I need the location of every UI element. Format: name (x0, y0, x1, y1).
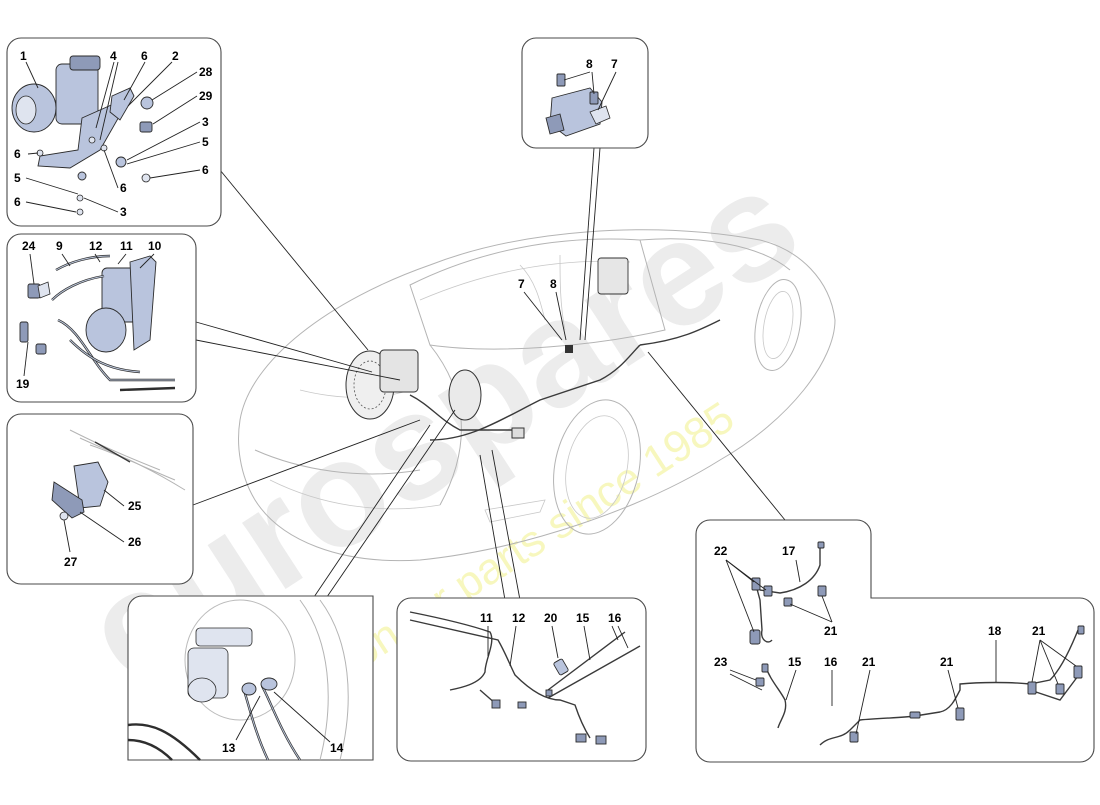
callout-14: 14 (330, 741, 344, 755)
callout-1: 1 (20, 49, 27, 63)
rear-pipes-leaders (725, 559, 1077, 735)
master-cylinder-leaders (235, 691, 331, 743)
callout-8-sensor: 8 (586, 57, 593, 71)
callout-27: 27 (64, 555, 78, 569)
callout-3-bottom: 3 (120, 205, 127, 219)
callout-16-front: 16 (608, 611, 622, 625)
callout-4: 4 (110, 49, 117, 63)
callout-7-car: 7 (518, 277, 525, 291)
callout-18: 18 (988, 624, 1002, 638)
callout-21-d: 21 (1032, 624, 1046, 638)
callout-22: 22 (714, 544, 728, 558)
callout-23: 23 (714, 655, 728, 669)
callout-26: 26 (128, 535, 142, 549)
panel-front-pipes (396, 597, 647, 762)
callout-15-front: 15 (576, 611, 590, 625)
callout-2: 2 (172, 49, 179, 63)
callout-5-right: 5 (202, 135, 209, 149)
bracket-leaders (63, 489, 125, 553)
panel-bracket (6, 413, 194, 585)
callout-17: 17 (782, 544, 796, 558)
panel-rear-pipes (695, 519, 1095, 763)
callout-21-a: 21 (824, 624, 838, 638)
callout-12: 12 (89, 239, 103, 253)
callout-6-mid: 6 (120, 181, 127, 195)
callout-10: 10 (148, 239, 162, 253)
callout-20: 20 (544, 611, 558, 625)
callout-16-rear: 16 (824, 655, 838, 669)
callout-12-front: 12 (512, 611, 526, 625)
panel-abs-pipes (6, 233, 197, 403)
callout-9: 9 (56, 239, 63, 253)
callout-11-front: 11 (480, 611, 493, 625)
callout-29: 29 (199, 89, 213, 103)
callout-6-right: 6 (202, 163, 209, 177)
callout-11: 11 (120, 239, 133, 253)
callout-6-top: 6 (141, 49, 148, 63)
callout-24: 24 (22, 239, 36, 253)
abs-leaders (25, 61, 201, 213)
callout-13: 13 (222, 741, 236, 755)
callout-8-car: 8 (550, 277, 557, 291)
front-pipes-leaders (487, 625, 629, 667)
callout-15-rear: 15 (788, 655, 802, 669)
callout-19: 19 (16, 377, 30, 391)
sensor-leaders (563, 71, 617, 111)
panel-master-cylinder (127, 595, 374, 761)
leader-lines (192, 147, 786, 611)
abs-pipes-leaders (23, 253, 155, 377)
panel-sensor (521, 37, 649, 149)
callout-25: 25 (128, 499, 142, 513)
callout-7-sensor: 7 (611, 57, 618, 71)
panel-abs-unit (6, 37, 222, 227)
callout-28: 28 (199, 65, 213, 79)
callout-3-top: 3 (202, 115, 209, 129)
callout-21-b: 21 (862, 655, 876, 669)
callout-5-left: 5 (14, 171, 21, 185)
callout-6-bottom: 6 (14, 195, 21, 209)
callout-6-left: 6 (14, 147, 21, 161)
callout-21-c: 21 (940, 655, 954, 669)
